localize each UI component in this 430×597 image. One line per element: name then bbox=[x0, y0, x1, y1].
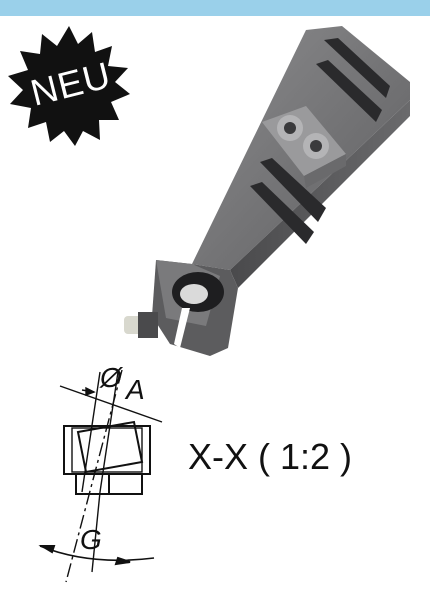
starburst-icon bbox=[8, 26, 130, 146]
header-bar bbox=[0, 0, 430, 16]
dim-label-g: G bbox=[80, 524, 102, 555]
section-label: X-X ( 1:2 ) bbox=[188, 436, 353, 477]
product-image bbox=[124, 26, 410, 356]
dim-label-a: A bbox=[126, 374, 145, 405]
new-badge: NEU bbox=[6, 24, 132, 146]
diameter-symbol: Ø bbox=[100, 362, 122, 393]
section-drawing bbox=[38, 369, 163, 583]
